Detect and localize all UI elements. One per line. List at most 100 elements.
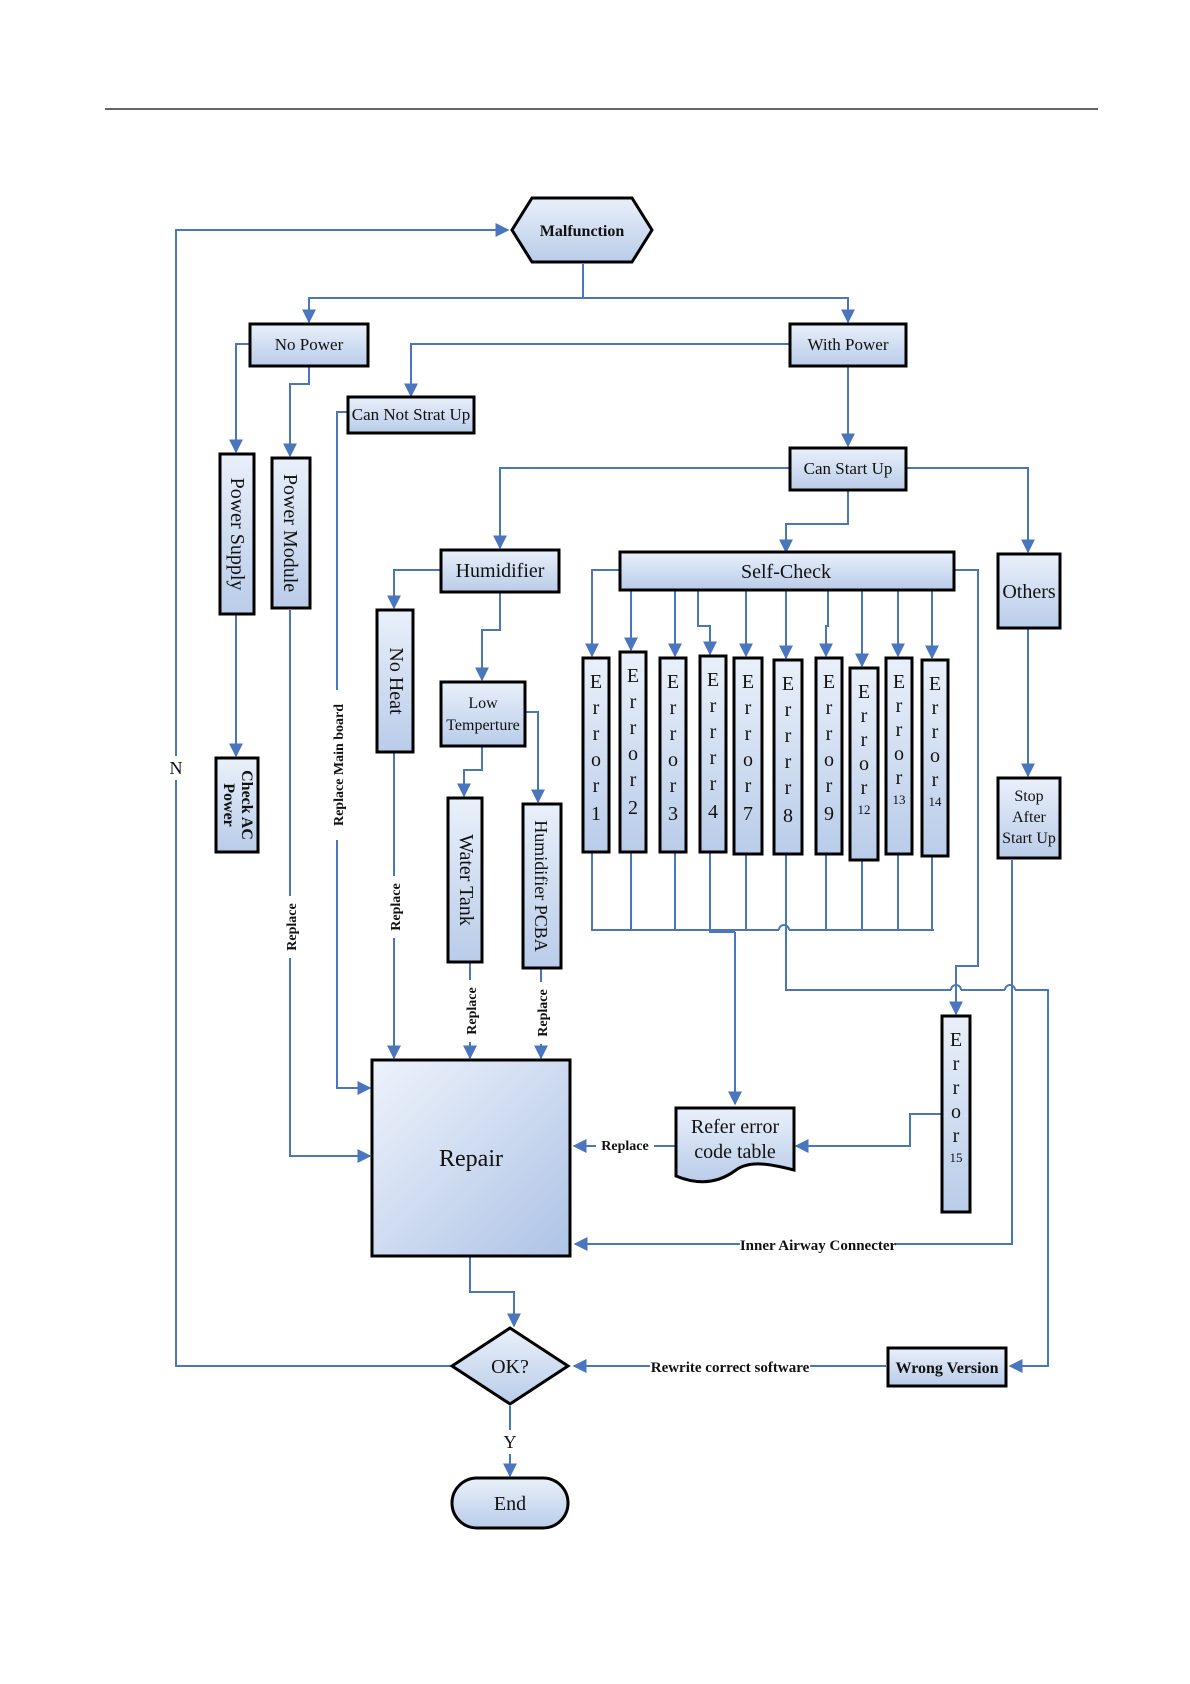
error-box-2-letter: r	[630, 691, 637, 713]
error-box-2-code: 2	[628, 797, 638, 819]
error-box-13-letter: r	[896, 695, 903, 717]
end-node: End	[450, 1476, 570, 1530]
power-supply-label: Power Supply	[226, 478, 248, 591]
error-boxes: Error1Error2Error3Errrr4Error7Errrr8Erro…	[581, 650, 950, 862]
error-box-3-letter: r	[670, 723, 677, 745]
low-temperature-line1: Low	[468, 695, 498, 712]
error-box-9-letter: o	[824, 749, 834, 771]
humidifier-label: Humidifier	[456, 560, 545, 582]
no-branch-label: N	[170, 758, 183, 778]
error-box-7-letter: o	[743, 749, 753, 771]
power-supply-node: Power Supply	[218, 452, 256, 616]
error-box-1-letter: r	[593, 775, 600, 797]
error-box-4-letter: r	[710, 695, 717, 717]
error-box-14-letter: r	[932, 721, 939, 743]
stop-after-start-up-node: Stop After Start Up	[996, 776, 1062, 860]
error-box-12-letter: E	[858, 681, 870, 703]
error-box-8-code: 8	[783, 805, 793, 827]
error-box-1-letter: r	[593, 697, 600, 719]
error-box-15-code: 15	[950, 1150, 963, 1165]
no-heat-label: No Heat	[385, 647, 407, 715]
error-box-7-code: 7	[743, 803, 753, 825]
wrong-version-node: Wrong Version	[886, 1346, 1008, 1388]
error-box-9-code: 9	[824, 803, 834, 825]
error-box-2-letter: E	[627, 665, 639, 687]
stop-after-start-up-line3: Start Up	[1002, 830, 1056, 847]
error-box-14-letter: E	[929, 673, 941, 695]
replace-label-no-heat: Replace	[389, 883, 404, 930]
can-not-start-up-label: Can Not Strat Up	[352, 405, 471, 424]
error-box-4-letter: r	[710, 721, 717, 743]
error-box-7-letter: E	[742, 671, 754, 693]
error-box-3-code: 3	[668, 803, 678, 825]
check-ac-power-line2: Power	[220, 783, 237, 827]
malfunction-label: Malfunction	[540, 223, 625, 240]
error-box-13-letter: r	[896, 767, 903, 789]
edge-labels: Replace Main board Replace Replace Repla…	[166, 690, 897, 1454]
error-box-2-letter: r	[630, 717, 637, 739]
error-box-12-letter: r	[861, 729, 868, 751]
water-tank-node: Water Tank	[446, 796, 484, 964]
error-box-8-letter: r	[785, 751, 792, 773]
connectors	[175, 223, 1049, 1478]
error-box-15-letter: o	[951, 1101, 961, 1123]
error-box-7-letter: r	[745, 775, 752, 797]
error-box-3-letter: o	[668, 749, 678, 771]
error-box-7-letter: r	[745, 697, 752, 719]
error-box-4-code: 4	[708, 801, 718, 823]
no-power-label: No Power	[275, 335, 344, 354]
with-power-node: With Power	[788, 322, 908, 368]
inner-airway-label: Inner Airway Connecter	[740, 1238, 897, 1254]
no-heat-node: No Heat	[375, 608, 415, 754]
error-box-1-letter: E	[590, 671, 602, 693]
error-box-15-letter: r	[953, 1077, 960, 1099]
error-box-14-code: 14	[929, 794, 943, 809]
error-box-2-letter: r	[630, 769, 637, 791]
no-power-node: No Power	[248, 322, 370, 368]
error-box-15-letter: r	[953, 1053, 960, 1075]
malfunction-node: Malfunction	[510, 196, 654, 264]
error-box-3-letter: r	[670, 775, 677, 797]
replace-label-power-module: Replace	[285, 903, 300, 950]
error-box-3-letter: E	[667, 671, 679, 693]
error-box-14-letter: o	[930, 745, 940, 767]
ok-label: OK?	[491, 1356, 529, 1378]
with-power-label: With Power	[808, 335, 889, 354]
others-node: Others	[996, 552, 1062, 630]
stop-after-start-up-line1: Stop	[1014, 788, 1043, 805]
refer-error-table-node: Refer error code table	[674, 1106, 796, 1184]
error-box-9-letter: r	[826, 775, 833, 797]
error-box-13-letter: o	[894, 743, 904, 765]
humidifier-pcba-label: Humidifier PCBA	[531, 820, 551, 952]
error-box-8-letter: r	[785, 777, 792, 799]
error-box-12-code: 12	[858, 802, 871, 817]
error-box-15-letter: E	[950, 1029, 962, 1051]
power-module-node: Power Module	[270, 456, 312, 610]
wrong-version-label: Wrong Version	[896, 1360, 999, 1377]
error-box-1-letter: o	[591, 749, 601, 771]
refer-error-line1: Refer error	[691, 1116, 780, 1138]
error-box-8-letter: r	[785, 725, 792, 747]
error-box-9-letter: r	[826, 723, 833, 745]
repair-label: Repair	[439, 1146, 503, 1172]
low-temperature-line2: Temperture	[446, 717, 520, 734]
error-box-8-letter: r	[785, 699, 792, 721]
end-label: End	[494, 1493, 526, 1515]
check-ac-power-node: Check AC Power	[214, 756, 260, 854]
error-box-12-letter: r	[861, 705, 868, 727]
error-box-9-letter: E	[823, 671, 835, 693]
error-box-13-code: 13	[893, 792, 906, 807]
error-box-8-letter: E	[782, 673, 794, 695]
water-tank-label: Water Tank	[455, 834, 477, 926]
error-box-4-letter: r	[710, 773, 717, 795]
replace-label-refer-table: Replace	[601, 1139, 648, 1154]
